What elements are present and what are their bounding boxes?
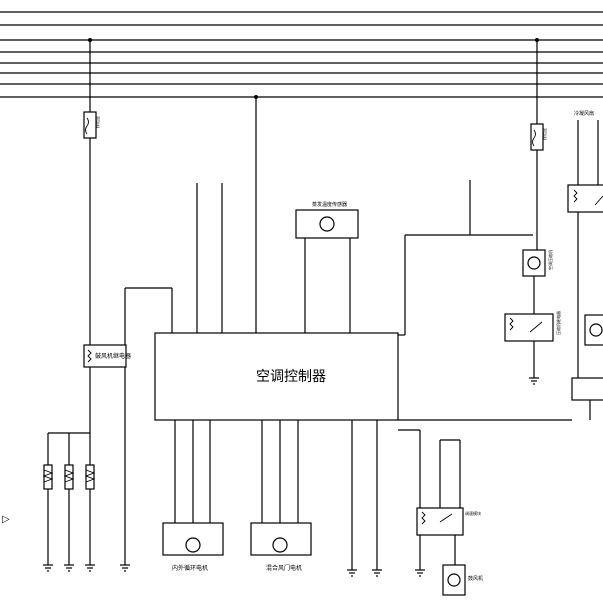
controller-title: 空调控制器 [256, 369, 326, 385]
svg-text:压缩机继电器: 压缩机继电器 [555, 311, 561, 335]
blower-relay: 鼓风机继电器 [83, 287, 173, 565]
right-wiring [398, 180, 572, 570]
far-right-components: 冷凝风扇 [567, 110, 603, 420]
blower-resistor-bank [42, 432, 96, 565]
controller-bottom-wires [174, 420, 378, 570]
svg-text:鼓风机: 鼓风机 [468, 575, 483, 582]
power-bus [0, 11, 603, 98]
svg-text:保险丝: 保险丝 [541, 128, 547, 140]
cutoff-arrow: ▷ [2, 514, 10, 525]
svg-text:内外循环电机: 内外循环电机 [172, 564, 208, 572]
fuse-right: 保险丝 [530, 38, 547, 250]
svg-text:冷凝风扇: 冷凝风扇 [574, 110, 594, 117]
svg-text:保险丝: 保险丝 [94, 116, 100, 128]
evap-sensor: 蒸发温度传感器 [295, 201, 359, 239]
blower-motor-switch: 调速模块 [416, 507, 481, 536]
controller-top-wires [196, 95, 351, 333]
ground-symbols-left [43, 564, 130, 572]
ground-symbols-center [347, 569, 382, 577]
svg-text:空调压缩机: 空调压缩机 [547, 250, 553, 270]
svg-text:蒸发温度传感器: 蒸发温度传感器 [312, 201, 347, 208]
svg-text:混合风门电机: 混合风门电机 [266, 564, 302, 572]
svg-text:鼓风机继电器: 鼓风机继电器 [95, 352, 131, 360]
mix-motor: 混合风门电机 [250, 522, 312, 572]
ac-relay: 压缩机继电器 [504, 276, 561, 385]
compressor: 空调压缩机 [522, 249, 553, 277]
ground-symbols-right-bottom [415, 569, 425, 577]
svg-text:调速模块: 调速模块 [465, 510, 481, 516]
recirc-motor: 内外循环电机 [162, 522, 224, 572]
blower-motor: 鼓风机 [442, 564, 483, 596]
fuse-left: 保险丝 [83, 38, 100, 345]
ac-controller: 空调控制器 [154, 332, 399, 421]
